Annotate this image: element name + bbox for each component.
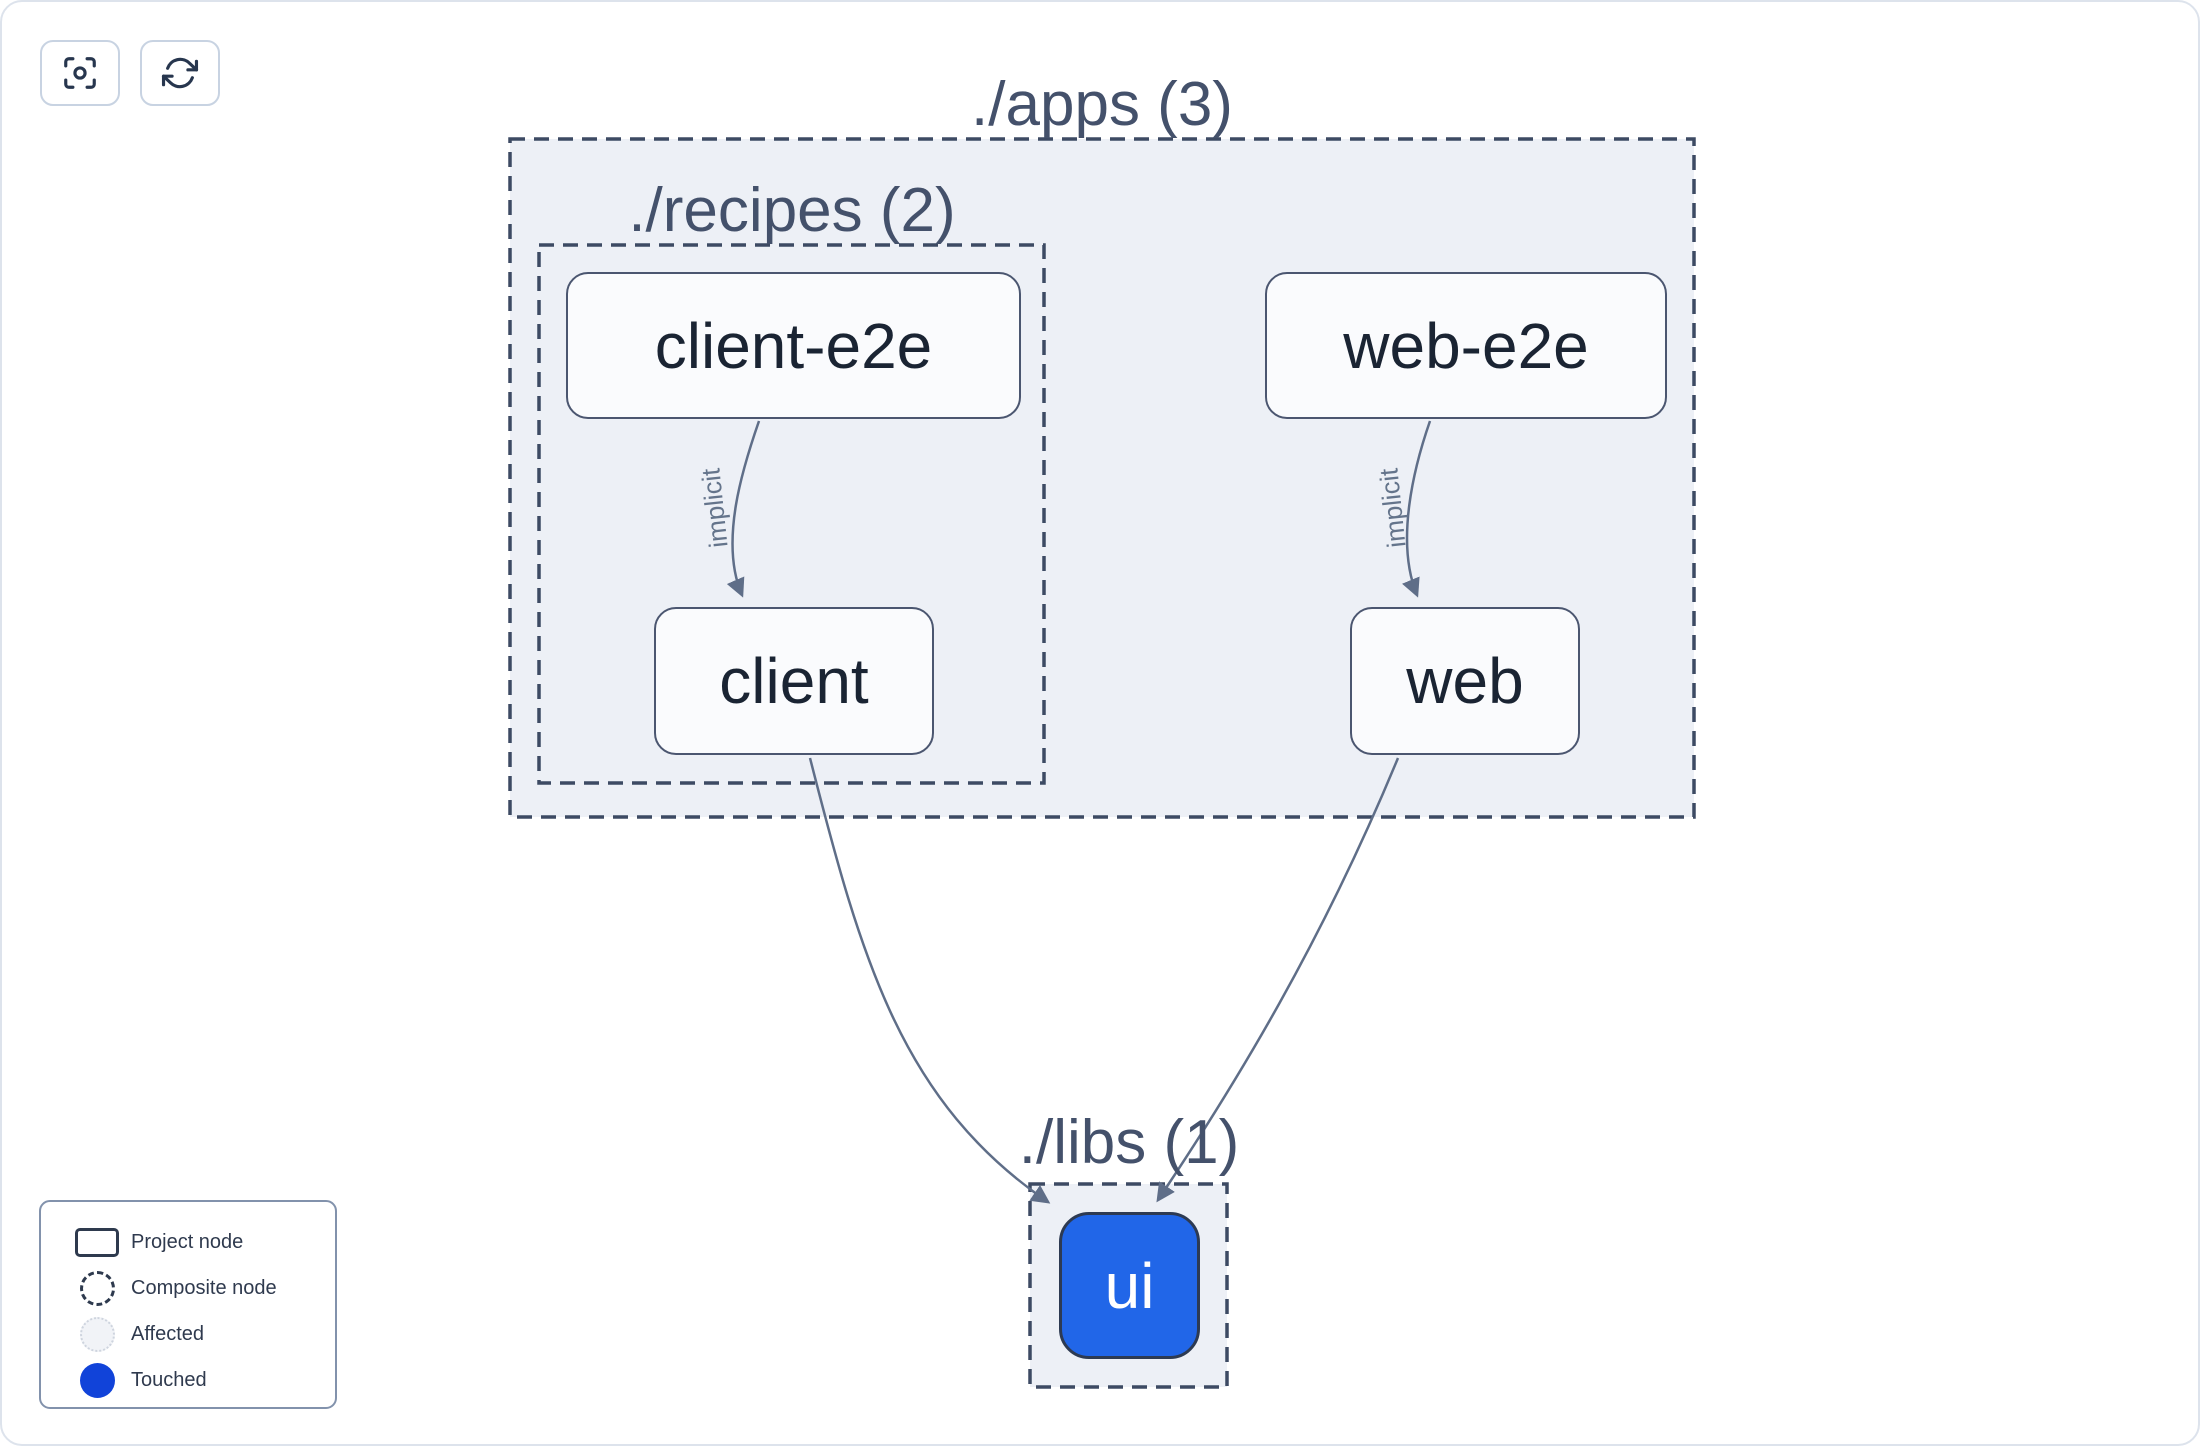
affected-swatch	[79, 1316, 115, 1352]
group-apps-title: ./apps (3)	[971, 70, 1233, 139]
legend-item-project-node: Project node	[63, 1219, 335, 1265]
legend: Project node Composite node Affected Tou…	[39, 1200, 337, 1409]
composite-node-swatch	[79, 1270, 115, 1306]
legend-label: Touched	[131, 1368, 207, 1391]
refresh-icon	[161, 57, 199, 89]
center-graph-button[interactable]	[40, 40, 120, 106]
legend-item-affected: Affected	[63, 1311, 335, 1357]
legend-label: Project node	[131, 1230, 244, 1253]
legend-item-composite-node: Composite node	[63, 1265, 335, 1311]
legend-label: Affected	[131, 1322, 205, 1345]
node-web[interactable]: web	[1350, 607, 1580, 755]
toolbar	[40, 40, 220, 106]
node-ui[interactable]: ui	[1059, 1212, 1200, 1359]
legend-item-touched: Touched	[63, 1357, 335, 1403]
group-recipes-title: ./recipes (2)	[628, 176, 956, 245]
node-client[interactable]: client	[654, 607, 934, 755]
node-web-e2e[interactable]: web-e2e	[1265, 272, 1667, 419]
group-libs-title: ./libs (1)	[1018, 1108, 1240, 1177]
focus-icon	[64, 57, 96, 89]
node-client-e2e[interactable]: client-e2e	[566, 272, 1021, 419]
touched-swatch	[79, 1362, 115, 1398]
legend-label: Composite node	[131, 1276, 277, 1299]
refresh-graph-button[interactable]	[140, 40, 220, 106]
edge-client-ui	[808, 757, 1051, 1204]
project-node-swatch	[75, 1227, 119, 1257]
